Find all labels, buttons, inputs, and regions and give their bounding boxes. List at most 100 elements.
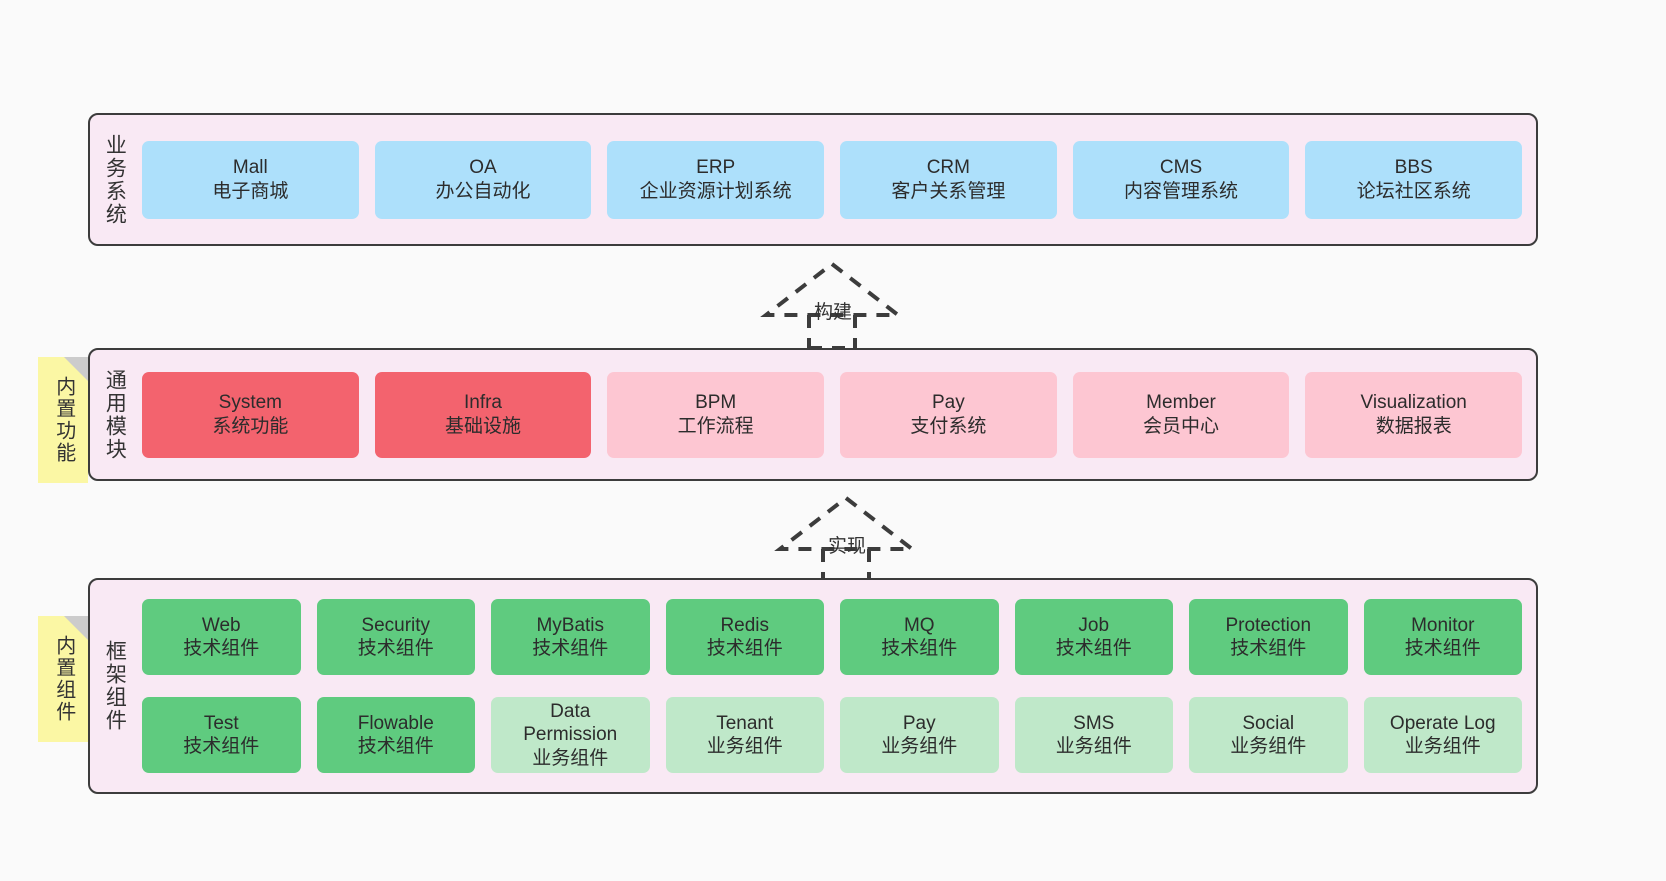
node-subtitle: 技术组件 xyxy=(183,736,260,757)
node-title: Security xyxy=(361,614,431,636)
node-subtitle: 技术组件 xyxy=(706,638,783,659)
node-title: CRM xyxy=(926,157,970,179)
node-subtitle: 数据报表 xyxy=(1375,415,1452,437)
node-row: Web 技术组件 Security 技术组件 MyBatis 技术组件 Redi… xyxy=(142,599,1522,675)
node-title: Tenant xyxy=(716,712,774,734)
node-title: Mall xyxy=(232,157,268,179)
node-visualization[interactable]: Visualization 数据报表 xyxy=(1305,371,1523,458)
node-social[interactable]: Social 业务组件 xyxy=(1189,697,1348,773)
node-subtitle: 业务组件 xyxy=(1404,736,1481,757)
node-subtitle: 技术组件 xyxy=(1230,638,1307,659)
sticky-note-builtin-component: 内置组件 xyxy=(38,616,88,742)
node-title: Flowable xyxy=(357,712,434,734)
node-subtitle: 技术组件 xyxy=(532,638,609,659)
node-bbs[interactable]: BBS 论坛社区系统 xyxy=(1305,140,1523,219)
node-subtitle: 技术组件 xyxy=(357,736,434,757)
node-monitor[interactable]: Monitor 技术组件 xyxy=(1363,599,1522,675)
layer-business-system: 业务系统 Mall 电子商城 OA 办公自动化 ERP 企业资源计划系统 CRM… xyxy=(88,113,1538,246)
node-title: OA xyxy=(469,157,497,179)
node-subtitle: 客户关系管理 xyxy=(891,180,1006,202)
node-title: System xyxy=(218,392,283,414)
node-subtitle: 技术组件 xyxy=(183,638,260,659)
node-oa[interactable]: OA 办公自动化 xyxy=(374,140,592,219)
node-title: Infra xyxy=(463,392,503,414)
node-subtitle: 内容管理系统 xyxy=(1124,180,1239,202)
node-mq[interactable]: MQ 技术组件 xyxy=(840,599,999,675)
sticky-note-builtin-function: 内置功能 xyxy=(38,357,88,483)
node-security[interactable]: Security 技术组件 xyxy=(316,599,475,675)
node-row: System 系统功能 Infra 基础设施 BPM 工作流程 Pay 支付系统… xyxy=(142,371,1523,458)
node-title: Job xyxy=(1078,614,1110,636)
node-system[interactable]: System 系统功能 xyxy=(142,371,359,458)
connector-build: 构建 xyxy=(752,258,912,350)
node-title: Pay xyxy=(931,392,965,414)
node-subtitle: 支付系统 xyxy=(910,415,987,437)
node-subtitle: 业务组件 xyxy=(881,736,958,757)
node-crm[interactable]: CRM 客户关系管理 xyxy=(840,140,1057,219)
node-title: BPM xyxy=(695,392,737,414)
node-pay-module[interactable]: Pay 支付系统 xyxy=(840,371,1057,458)
node-tenant[interactable]: Tenant 业务组件 xyxy=(665,697,824,773)
node-mybatis[interactable]: MyBatis 技术组件 xyxy=(491,599,650,675)
node-flowable[interactable]: Flowable 技术组件 xyxy=(316,697,475,773)
layer-title-framework-component: 框架组件 xyxy=(103,640,127,732)
node-subtitle: 电子商城 xyxy=(212,180,289,202)
node-title: MQ xyxy=(903,614,935,636)
node-subtitle: 系统功能 xyxy=(212,415,289,437)
node-job[interactable]: Job 技术组件 xyxy=(1014,599,1173,675)
node-title: Test xyxy=(203,712,239,734)
node-row: Mall 电子商城 OA 办公自动化 ERP 企业资源计划系统 CRM 客户关系… xyxy=(142,140,1523,219)
node-title: Visualization xyxy=(1360,392,1467,414)
node-title: Member xyxy=(1146,392,1216,414)
node-subtitle: 技术组件 xyxy=(881,638,958,659)
node-title: Redis xyxy=(720,614,770,636)
node-title: Protection xyxy=(1225,614,1312,636)
connector-build-label: 构建 xyxy=(814,302,853,323)
layer-title-common-module: 通用模块 xyxy=(103,368,127,461)
layer-common-module: 通用模块 System 系统功能 Infra 基础设施 BPM 工作流程 Pay… xyxy=(88,348,1538,481)
node-web[interactable]: Web 技术组件 xyxy=(142,599,301,675)
node-row: Test 技术组件 Flowable 技术组件 Data Permission … xyxy=(142,697,1522,773)
node-redis[interactable]: Redis 技术组件 xyxy=(665,599,824,675)
node-subtitle: 基础设施 xyxy=(445,415,522,437)
node-title: Social xyxy=(1242,712,1295,734)
node-infra[interactable]: Infra 基础设施 xyxy=(374,371,592,458)
node-data-permission[interactable]: Data Permission 业务组件 xyxy=(491,697,650,773)
node-subtitle: 技术组件 xyxy=(357,638,434,659)
node-pay-component[interactable]: Pay 业务组件 xyxy=(840,697,999,773)
node-operate-log[interactable]: Operate Log 业务组件 xyxy=(1363,697,1522,773)
connector-implement: 实现 xyxy=(766,492,926,584)
node-protection[interactable]: Protection 技术组件 xyxy=(1189,599,1348,675)
connector-implement-label: 实现 xyxy=(828,536,867,557)
node-title: Data Permission xyxy=(523,701,618,746)
node-subtitle: 会员中心 xyxy=(1143,415,1220,437)
node-subtitle: 技术组件 xyxy=(1404,638,1481,659)
node-title: BBS xyxy=(1394,157,1433,179)
node-test[interactable]: Test 技术组件 xyxy=(142,697,301,773)
node-title: CMS xyxy=(1159,157,1203,179)
node-subtitle: 办公自动化 xyxy=(435,180,531,202)
node-bpm[interactable]: BPM 工作流程 xyxy=(607,371,825,458)
node-title: Operate Log xyxy=(1389,712,1496,734)
node-title: Monitor xyxy=(1411,614,1475,636)
layer-body-common-module: System 系统功能 Infra 基础设施 BPM 工作流程 Pay 支付系统… xyxy=(138,350,1536,479)
node-member[interactable]: Member 会员中心 xyxy=(1072,371,1290,458)
node-title: SMS xyxy=(1073,712,1115,734)
node-title: ERP xyxy=(696,157,736,179)
node-erp[interactable]: ERP 企业资源计划系统 xyxy=(607,140,825,219)
node-subtitle: 业务组件 xyxy=(706,736,783,757)
node-title: MyBatis xyxy=(536,614,605,636)
node-cms[interactable]: CMS 内容管理系统 xyxy=(1072,140,1290,219)
node-subtitle: 业务组件 xyxy=(1230,736,1307,757)
sticky-note-label: 内置功能 xyxy=(52,376,75,464)
layer-body-framework-component: Web 技术组件 Security 技术组件 MyBatis 技术组件 Redi… xyxy=(138,580,1536,792)
node-mall[interactable]: Mall 电子商城 xyxy=(142,140,359,219)
node-title: Web xyxy=(201,614,241,636)
node-subtitle: 业务组件 xyxy=(532,747,609,769)
sticky-note-label: 内置组件 xyxy=(52,635,75,723)
node-subtitle: 工作流程 xyxy=(677,415,754,437)
layer-framework-component: 框架组件 Web 技术组件 Security 技术组件 MyBatis 技术组件… xyxy=(88,578,1538,794)
node-subtitle: 业务组件 xyxy=(1055,736,1132,757)
node-sms[interactable]: SMS 业务组件 xyxy=(1014,697,1173,773)
